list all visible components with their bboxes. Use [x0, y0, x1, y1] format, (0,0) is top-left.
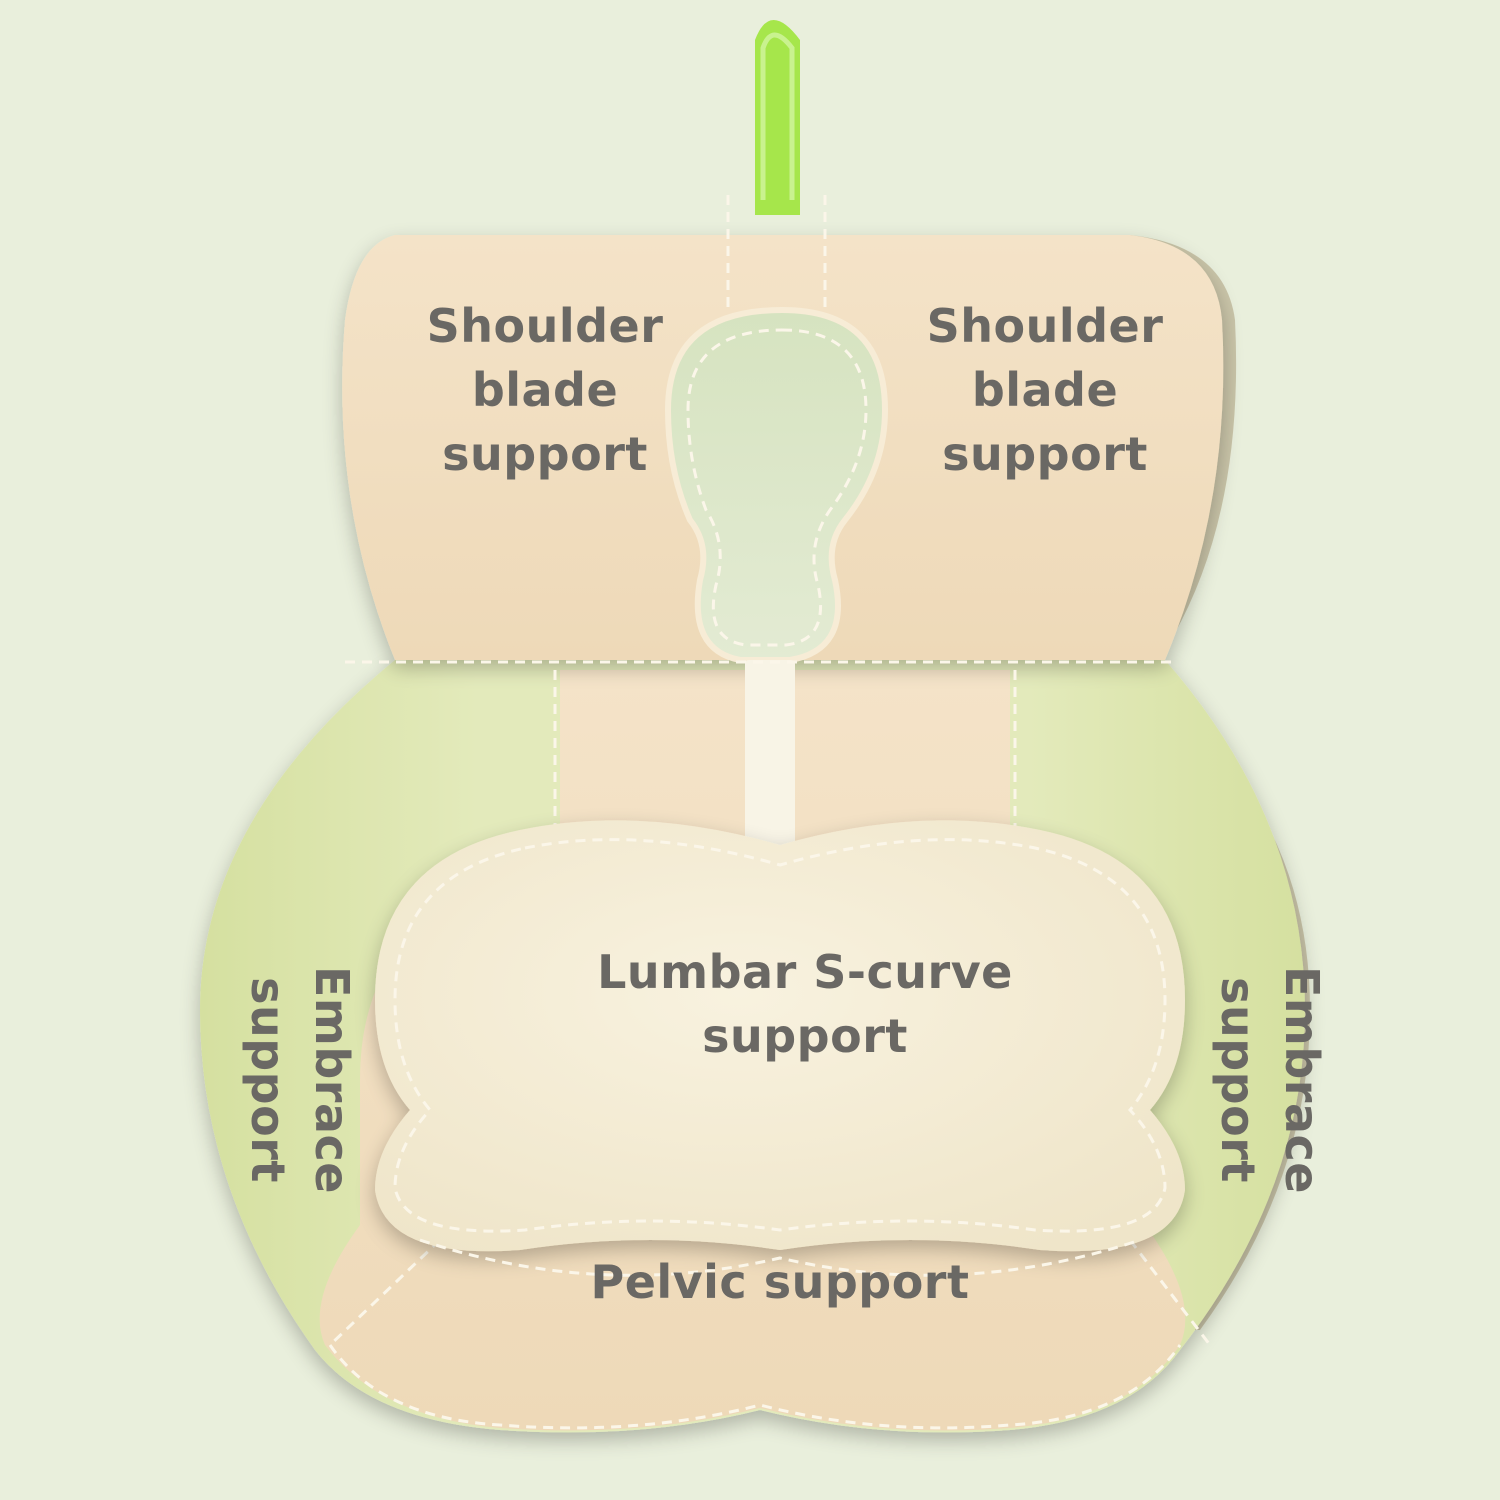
embrace-support-left-label: Embrace support — [241, 966, 359, 1194]
lumbar-pad — [375, 820, 1185, 1252]
embrace-support-right-label: Embrace support — [1211, 966, 1329, 1194]
hanging-loop — [755, 20, 800, 215]
shoulder-blade-support-right-label: Shoulder blade support — [926, 299, 1164, 481]
center-strap — [745, 660, 795, 850]
shoulder-blade-support-left-label: Shoulder blade support — [426, 299, 664, 481]
pelvic-support-label: Pelvic support — [590, 1255, 970, 1309]
lumbar-s-curve-support-label: Lumbar S-curve support — [597, 945, 1013, 1063]
